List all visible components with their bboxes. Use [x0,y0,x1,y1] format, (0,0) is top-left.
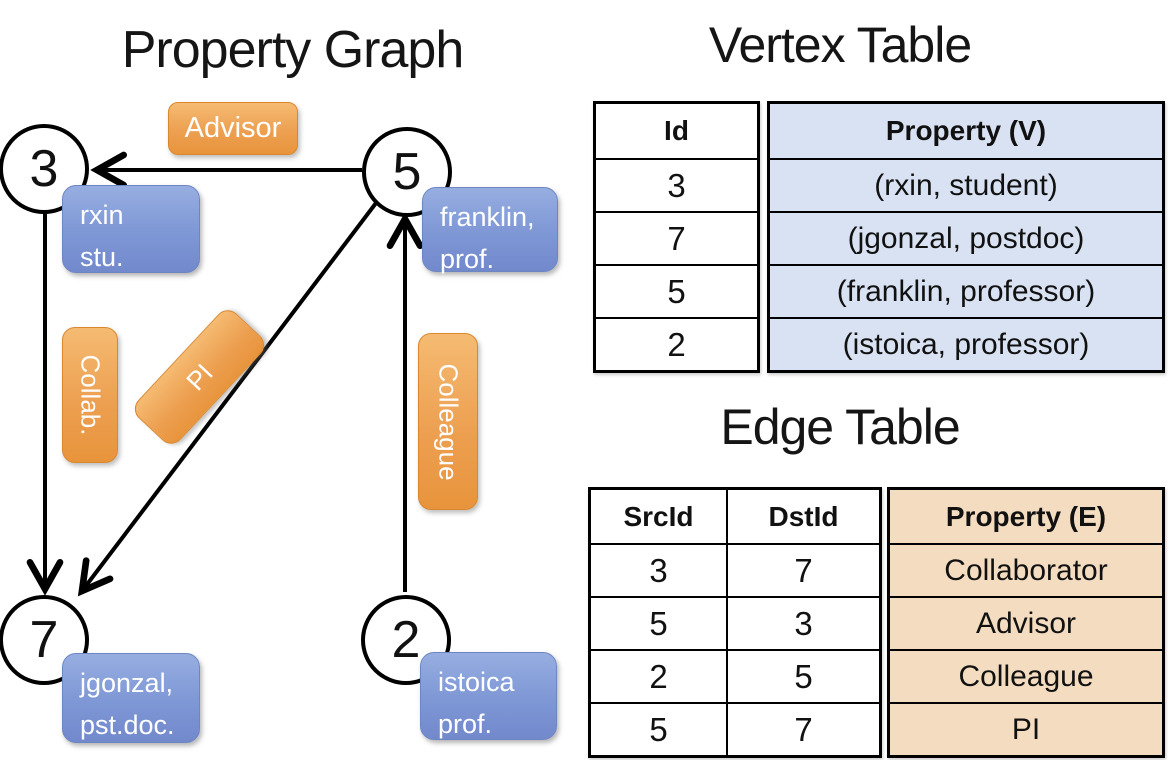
graph-node-2: 2 [361,595,451,685]
table-cell: 7 [726,543,879,596]
table-cell: Colleague [890,649,1162,702]
column-header-dstid: DstId [726,490,879,543]
vertex-property-line2: stu. [80,241,124,272]
graph-edges-layer [26,151,424,597]
edge-line-pi-5-to-7 [77,201,378,597]
vertex-property-box-7: jgonzal, pst.doc. [62,653,200,743]
vertex-property-line1: franklin, [440,202,535,232]
edge-table-title: Edge Table [720,399,960,455]
column-header-property-v: Property (V) [885,115,1047,146]
table-cell: 5 [726,649,879,702]
vertex-property-box-3: rxin stu. [62,185,200,273]
table-cell: 7 [726,702,879,755]
edge-label-text: Advisor [184,112,282,144]
column-header-srcid: SrcId [623,500,694,532]
table-cell: Advisor [890,596,1162,649]
table-cell: 5 [596,264,757,317]
vertex-table-title: Vertex Table [708,17,972,73]
vertex-table-property-column: Property (V) (rxin, student) (jgonzal, p… [767,101,1165,373]
table-cell: (istoica, professor) [770,317,1162,370]
table-cell: PI [890,702,1162,755]
vertex-property-line2: pst.doc. [80,709,175,740]
edge-table-id-columns: SrcId DstId 3 7 5 3 2 5 5 7 [588,487,882,758]
node-id-label: 5 [392,143,422,201]
node-id-label: 3 [29,140,59,198]
table-cell: 5 [591,702,726,755]
vertex-property-line2: prof. [438,708,493,739]
vertex-property-line1: jgonzal, [80,668,174,698]
edge-label-text: Colleague [433,362,464,481]
table-cell: Collaborator [890,543,1162,596]
vertex-table-id-column: Id 3 7 5 2 [593,101,760,373]
vertex-property-line1: istoica [438,667,515,697]
table-cell: (rxin, student) [770,158,1162,211]
table-cell: 5 [591,596,726,649]
edge-label-text: PI [179,357,219,396]
edge-label-colleague: Colleague [418,333,478,510]
node-id-label: 2 [391,611,421,669]
property-graph-title: Property Graph [121,21,465,79]
table-cell: 2 [591,649,726,702]
table-cell: 3 [591,543,726,596]
edge-label-text: Collab. [75,354,106,436]
vertex-property-line1: rxin [80,200,124,230]
table-cell: (jgonzal, postdoc) [770,211,1162,264]
table-cell: 2 [596,317,757,370]
column-header-id: Id [664,115,689,146]
vertex-property-box-2: istoica prof. [420,652,557,740]
vertex-property-line2: prof. [440,243,495,274]
table-cell: 3 [726,596,879,649]
vertex-property-box-5: franklin, prof. [422,187,558,274]
edge-label-collab: Collab. [62,327,118,463]
edge-label-advisor: Advisor [168,102,298,155]
table-cell: 7 [596,211,757,264]
table-cell: 3 [596,158,757,211]
node-id-label: 7 [29,611,59,669]
column-header-property-e: Property (E) [945,500,1107,532]
table-cell: (franklin, professor) [770,264,1162,317]
edge-table-property-column: Property (E) Collaborator Advisor Collea… [887,487,1165,758]
